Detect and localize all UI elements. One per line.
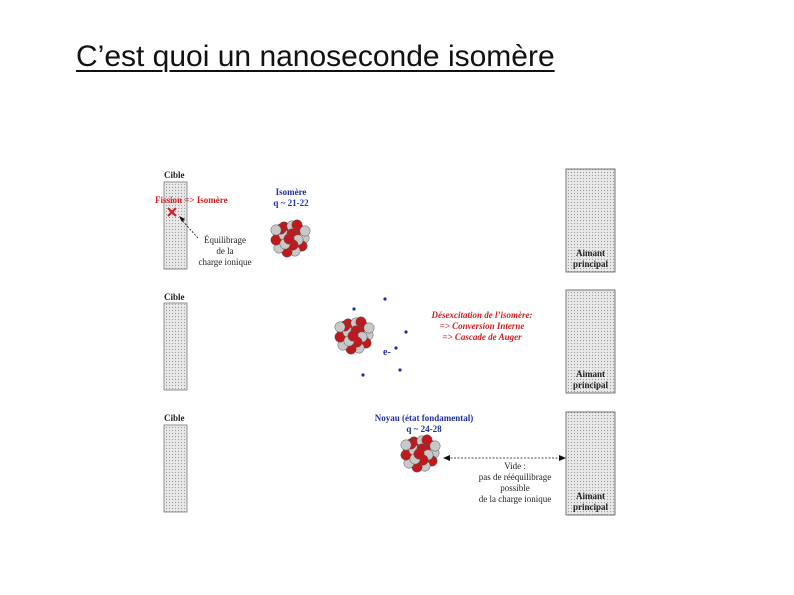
magnet-label-2: Aimant principal: [564, 369, 617, 391]
magnet-label-1: Aimant principal: [564, 248, 617, 270]
fission-line: Fission => Isomère: [155, 195, 228, 206]
neutron-sphere: [364, 323, 374, 333]
neutron-sphere: [401, 440, 411, 450]
proton-sphere: [284, 234, 294, 244]
isomer-label: Isomère q ~ 21-22: [264, 187, 318, 209]
vide-label: Vide : pas de rééquilibrage possible de …: [466, 461, 564, 505]
isomer-nucleus: [271, 220, 310, 257]
electron: [361, 373, 364, 376]
target-label-3: Cible: [164, 413, 185, 424]
equilibrage-label: Équilibrage de la charge ionique: [192, 235, 258, 268]
desexcitation-label: Désexcitation de l’isomère: => Conversio…: [412, 310, 552, 343]
electron: [404, 330, 407, 333]
electron: [383, 297, 386, 300]
magnet-label-3: Aimant principal: [564, 491, 617, 513]
electron: [398, 368, 401, 371]
ground-state-nucleus: [401, 435, 440, 472]
fission-label: Fission: [155, 195, 182, 205]
neutron-sphere: [300, 226, 310, 236]
neutron-sphere: [335, 322, 345, 332]
noyau-label: Noyau (état fondamental) q ~ 24-28: [362, 413, 486, 435]
electron: [352, 307, 355, 310]
electron-label: e-: [383, 347, 391, 358]
target-label-2: Cible: [164, 292, 185, 303]
target-2: [164, 303, 187, 390]
neutron-sphere: [271, 225, 281, 235]
target-3: [164, 425, 187, 512]
target-label-1: Cible: [164, 170, 185, 181]
proton-sphere: [348, 331, 358, 341]
proton-sphere: [414, 449, 424, 459]
arrow-isomere-label: => Isomère: [184, 195, 227, 205]
electron: [394, 346, 397, 349]
desexcitation-nucleus: [335, 317, 374, 354]
neutron-sphere: [430, 441, 440, 451]
